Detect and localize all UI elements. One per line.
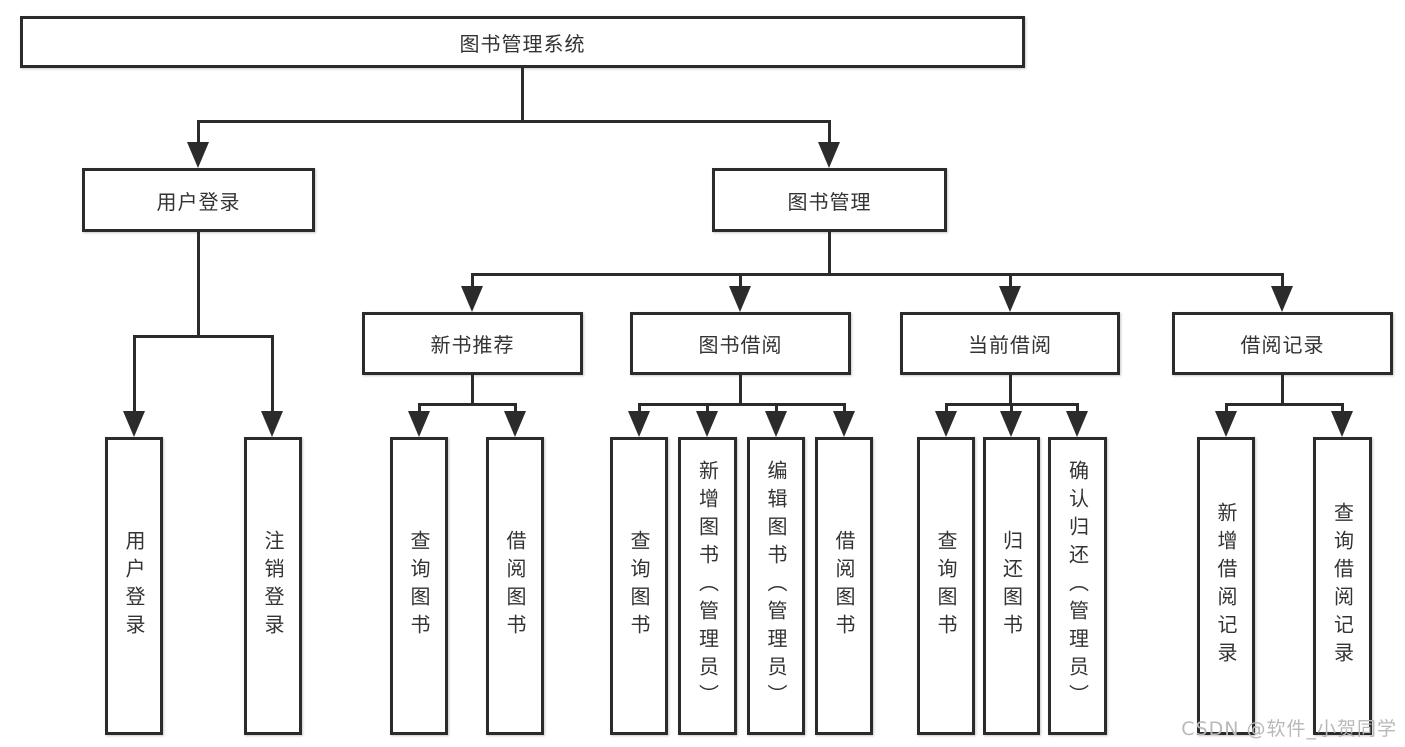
leaf-label: 用户登录 (122, 530, 146, 642)
leaf-label: 查询图书 (934, 530, 958, 642)
connector-line (1009, 273, 1012, 290)
leaf-label: 借阅图书 (503, 530, 527, 642)
connector-line (471, 273, 1283, 276)
leaf-confirm-return-admin: 确认归还（管理员） (1048, 437, 1107, 735)
connector-line (197, 120, 200, 148)
leaf-borrow-books-2: 借阅图书 (815, 437, 873, 735)
connector-line (1009, 375, 1012, 403)
arrow-down-icon (1066, 411, 1088, 437)
arrow-down-icon (504, 411, 526, 437)
leaf-label: 编辑图书（管理员） (764, 460, 788, 712)
node-user-login: 用户登录 (82, 168, 315, 232)
arrow-down-icon (729, 286, 751, 312)
leaf-add-books-admin: 新增图书（管理员） (678, 437, 737, 735)
arrow-down-icon (261, 411, 283, 437)
arrow-down-icon (1271, 286, 1293, 312)
connector-line (521, 68, 524, 120)
arrow-down-icon (1215, 411, 1237, 437)
arrow-down-icon (696, 411, 718, 437)
leaf-query-books-1: 查询图书 (390, 437, 448, 735)
node-new-book-recommendation: 新书推荐 (362, 312, 583, 375)
node-label: 借阅记录 (1240, 333, 1325, 357)
node-label: 新书推荐 (430, 333, 515, 357)
leaf-label: 注销登录 (261, 530, 285, 642)
connector-line (638, 403, 641, 415)
connector-line (638, 403, 845, 406)
connector-line (1281, 375, 1284, 403)
connector-line (706, 403, 709, 415)
arrow-down-icon (628, 411, 650, 437)
connector-line (197, 120, 831, 123)
connector-line (1281, 273, 1284, 290)
connector-line (418, 403, 516, 406)
leaf-add-borrow-record: 新增借阅记录 (1197, 437, 1255, 735)
arrow-down-icon (187, 142, 209, 168)
leaf-edit-books-admin: 编辑图书（管理员） (747, 437, 805, 735)
node-library-management-system: 图书管理系统 (20, 16, 1025, 68)
node-label: 图书借阅 (698, 333, 783, 357)
leaf-label: 查询借阅记录 (1330, 502, 1355, 670)
node-label: 用户登录 (156, 189, 241, 214)
leaf-logout: 注销登录 (244, 437, 302, 735)
connector-line (133, 335, 273, 338)
connector-line (418, 403, 421, 415)
arrow-down-icon (461, 286, 483, 312)
arrow-down-icon (818, 142, 840, 168)
leaf-query-borrow-record: 查询借阅记录 (1313, 437, 1372, 735)
connector-line (197, 232, 200, 335)
connector-line (828, 120, 831, 148)
connector-line (1225, 403, 1343, 406)
leaf-label: 新增图书（管理员） (695, 460, 720, 712)
connector-line (1076, 403, 1079, 415)
connector-line (471, 375, 474, 403)
node-book-borrowing: 图书借阅 (630, 312, 851, 375)
connector-line (133, 335, 136, 415)
connector-line (828, 232, 831, 273)
arrow-down-icon (999, 286, 1021, 312)
connector-line (945, 403, 948, 415)
connector-line (775, 403, 778, 415)
connector-line (843, 403, 846, 415)
connector-line (514, 403, 517, 415)
leaf-return-books: 归还图书 (983, 437, 1040, 735)
leaf-borrow-books-1: 借阅图书 (486, 437, 544, 735)
leaf-label: 确认归还（管理员） (1065, 460, 1090, 712)
leaf-query-books-2: 查询图书 (610, 437, 668, 735)
leaf-label: 查询图书 (627, 530, 651, 642)
leaf-label: 查询图书 (407, 530, 431, 642)
connector-line (271, 335, 274, 415)
node-current-borrowing: 当前借阅 (900, 312, 1120, 375)
leaf-query-books-3: 查询图书 (917, 437, 975, 735)
node-label: 图书管理 (787, 189, 872, 214)
arrow-down-icon (123, 411, 145, 437)
connector-line (1010, 403, 1013, 415)
leaf-label: 新增借阅记录 (1214, 502, 1238, 670)
arrow-down-icon (1331, 411, 1353, 437)
arrow-down-icon (833, 411, 855, 437)
node-label: 当前借阅 (968, 333, 1052, 357)
arrow-down-icon (935, 411, 957, 437)
connector-line (1341, 403, 1344, 415)
arrow-down-icon (1000, 411, 1022, 437)
node-book-management: 图书管理 (712, 168, 947, 232)
connector-line (1225, 403, 1228, 415)
connector-line (739, 375, 742, 403)
node-label: 图书管理系统 (459, 31, 586, 56)
arrow-down-icon (408, 411, 430, 437)
csdn-watermark: CSDN @软件_小贺同学 (1181, 718, 1397, 740)
connector-line (739, 273, 742, 290)
leaf-user-login: 用户登录 (105, 437, 163, 735)
node-borrowing-records: 借阅记录 (1172, 312, 1393, 375)
leaf-label: 借阅图书 (832, 530, 856, 642)
arrow-down-icon (765, 411, 787, 437)
connector-line (471, 273, 474, 290)
leaf-label: 归还图书 (999, 530, 1024, 642)
